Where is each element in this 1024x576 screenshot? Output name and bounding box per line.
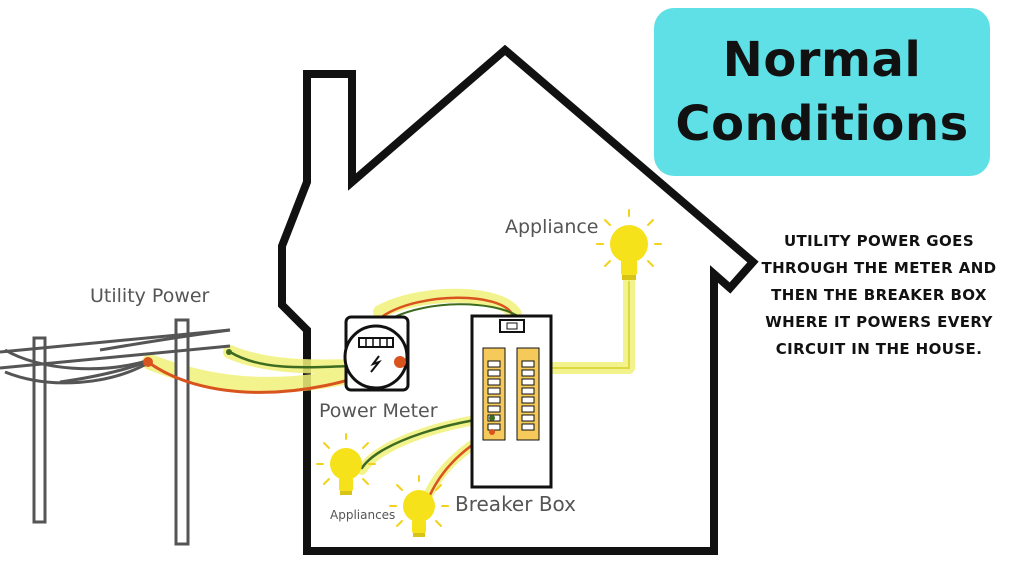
utility-power-label: Utility Power bbox=[90, 285, 210, 307]
light-bulb-icon bbox=[596, 209, 662, 280]
title-line-1: Normal bbox=[722, 32, 922, 88]
breaker-box-label: Breaker Box bbox=[455, 492, 576, 516]
house-outline bbox=[278, 44, 759, 555]
power-meter-icon bbox=[143, 315, 410, 392]
description-text: UTILITY POWER GOES THROUGH THE METER AND… bbox=[761, 232, 997, 358]
title-banner: Normal Conditions bbox=[654, 8, 990, 176]
title-line-2: Conditions bbox=[675, 96, 969, 152]
neutral-wire bbox=[228, 350, 352, 369]
light-bulb-icon bbox=[316, 433, 376, 495]
utility-pole-icon bbox=[0, 318, 231, 546]
breaker-box-icon bbox=[470, 314, 553, 489]
appliances-label: Appliances bbox=[330, 508, 396, 522]
appliance-label: Appliance bbox=[505, 216, 599, 238]
power-meter-label: Power Meter bbox=[319, 400, 438, 422]
light-bulb-icon bbox=[389, 475, 449, 537]
